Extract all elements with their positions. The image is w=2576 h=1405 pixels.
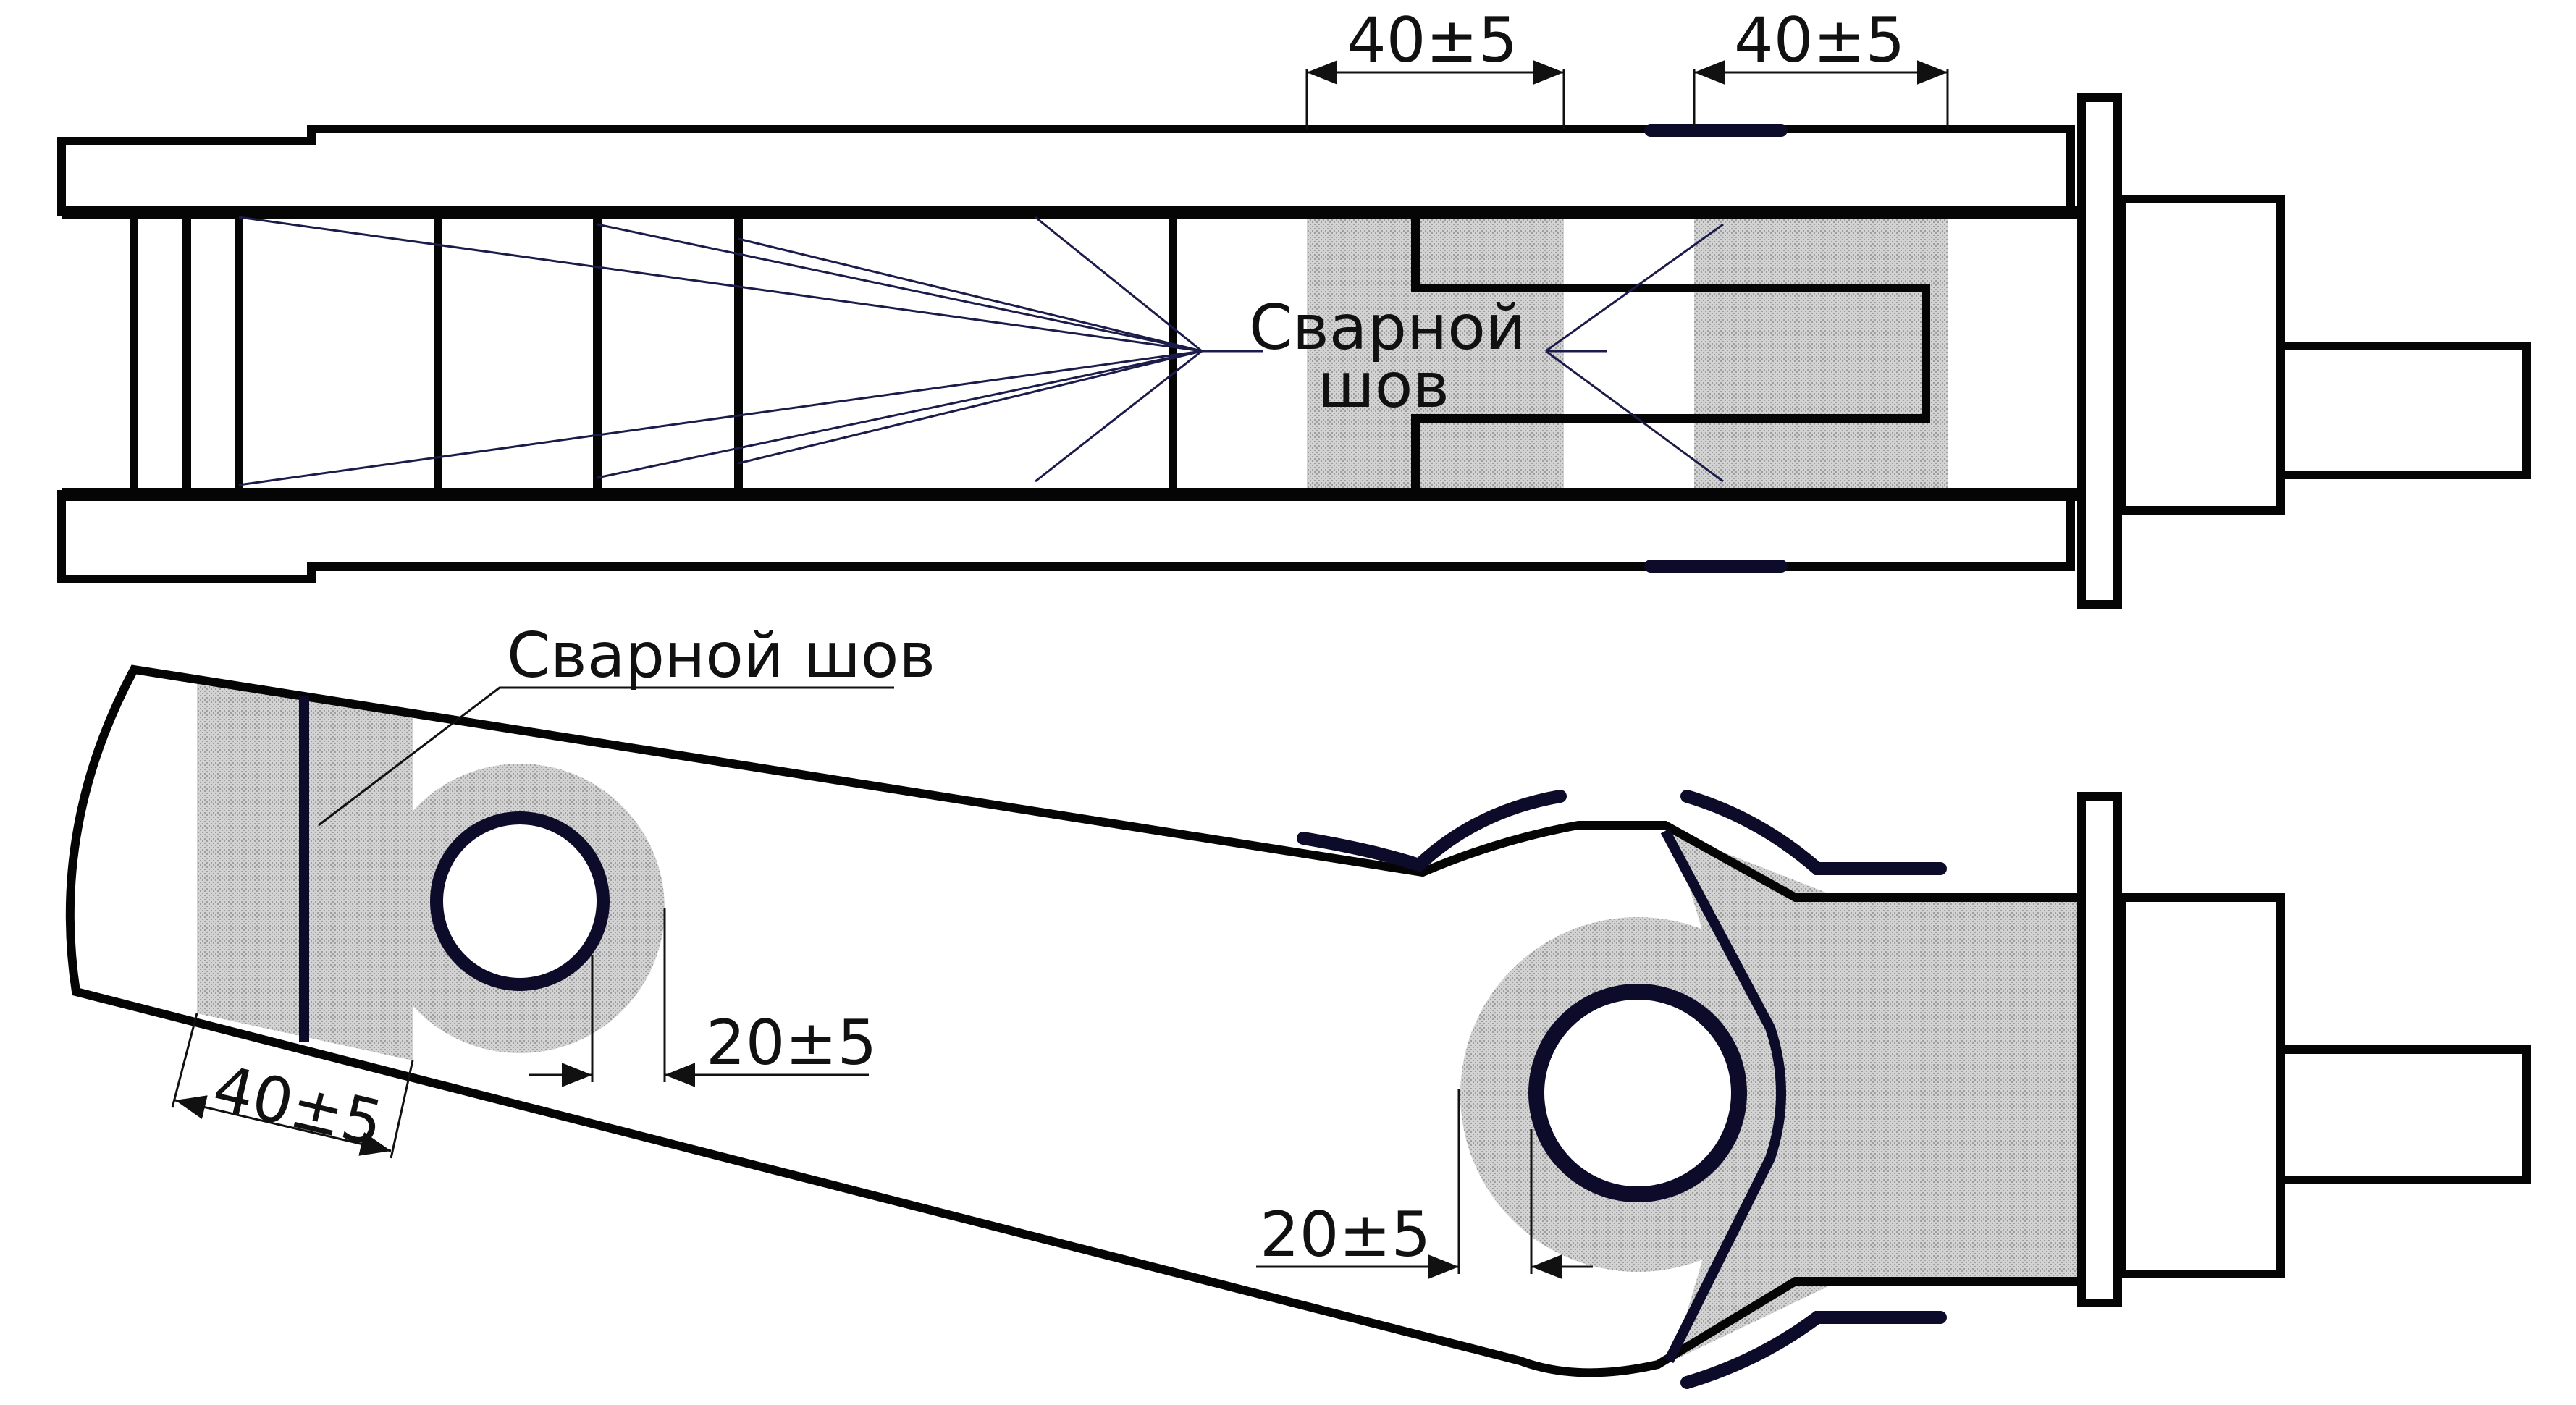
dim-top-right bbox=[1693, 60, 1949, 129]
end-flange bbox=[2077, 93, 2122, 609]
weld-leader-side bbox=[318, 686, 894, 827]
weld-bead-upper-right bbox=[1680, 790, 1947, 875]
top-view: Сварной шов 40±5 40±5 bbox=[57, 4, 2531, 609]
dim-top-left-label: 40±5 bbox=[1347, 4, 1518, 77]
bushing-2 bbox=[434, 208, 602, 499]
side-view: Сварной шов 40±5 20±5 20±5 bbox=[65, 620, 2531, 1389]
fork-v bbox=[1660, 828, 1786, 1364]
weld-leaders-top bbox=[238, 216, 1724, 486]
dim-top-right-label: 40±5 bbox=[1734, 4, 1905, 77]
dim-tip bbox=[171, 1013, 414, 1159]
dim-hole-right-label: 20±5 bbox=[1260, 1199, 1431, 1271]
side-collar bbox=[2117, 893, 2285, 1278]
dim-hole-right bbox=[1256, 1089, 1593, 1279]
end-shaft bbox=[2276, 342, 2531, 479]
end-collar bbox=[2117, 195, 2285, 515]
weld-label-top-2: шов bbox=[1318, 350, 1449, 422]
dim-hole-left bbox=[529, 908, 869, 1087]
weld-label-side: Сварной шов bbox=[507, 620, 935, 692]
weld-bead-upper-left bbox=[1297, 790, 1567, 873]
weld-bead-lower-right bbox=[1680, 1311, 1947, 1389]
hole-right bbox=[1528, 984, 1747, 1202]
side-shaft bbox=[2276, 1045, 2531, 1184]
dim-hole-left-label: 20±5 bbox=[706, 1007, 877, 1079]
upper-plate bbox=[57, 125, 2075, 216]
dim-top-left bbox=[1305, 60, 1565, 129]
side-flange bbox=[2077, 792, 2122, 1307]
fork-end-hatch bbox=[1672, 832, 2085, 1361]
weld-label-top-1: Сварной bbox=[1249, 292, 1526, 364]
hole-left bbox=[430, 811, 610, 991]
lever-outline bbox=[65, 664, 2089, 1377]
